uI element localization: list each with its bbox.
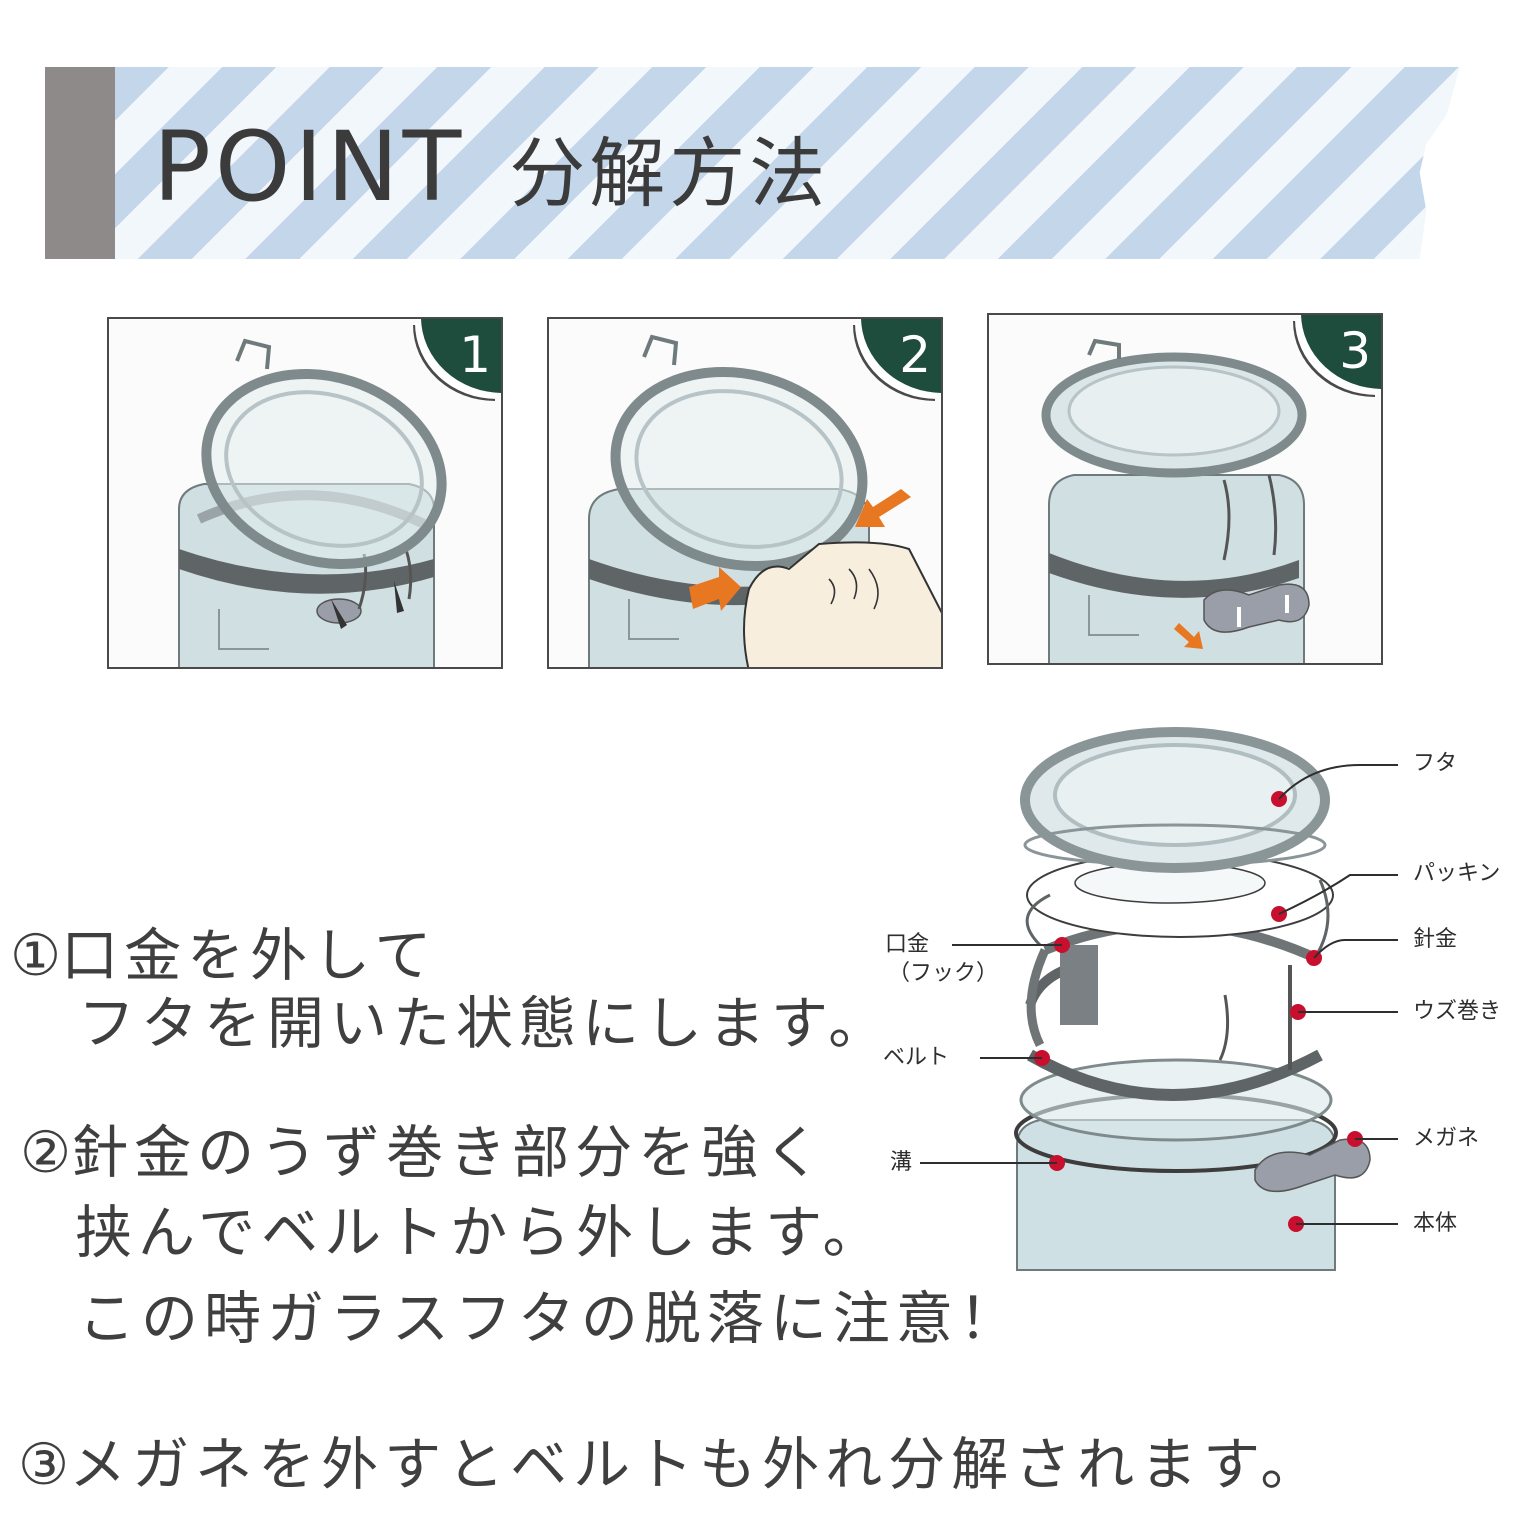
- step-marker-3: ③: [18, 1432, 70, 1498]
- step-number: 2: [899, 326, 931, 384]
- step-number: 3: [1339, 322, 1371, 380]
- jar-open-lid-illustration: [178, 338, 447, 667]
- step-panel-3: 3: [987, 313, 1383, 665]
- label-wire: 針金: [1413, 927, 1458, 952]
- step-panel-1: 1: [107, 317, 503, 669]
- instruction-warning-text: この時ガラスフタの脱落に注意！: [78, 1286, 1022, 1352]
- label-gasket: パッキン: [1413, 861, 1501, 886]
- label-body: 本体: [1413, 1211, 1458, 1236]
- label-megane-clasp: メガネ: [1413, 1126, 1480, 1151]
- instruction-text: メガネを外すとベルトも外れ分解されます。: [69, 1432, 1324, 1498]
- instruction-line: フタを開いた状態にします。: [78, 996, 891, 1053]
- page-title: POINT 分解方法: [153, 119, 829, 215]
- instruction-warning-line: この時ガラスフタの脱落に注意！: [78, 1291, 1022, 1348]
- label-lid: フタ: [1413, 751, 1458, 776]
- title-disassembly-method: 分解方法: [509, 129, 830, 218]
- label-belt: ベルト: [883, 1045, 950, 1070]
- remove-megane-illustration: [1041, 338, 1310, 663]
- label-coil: ウズ巻き: [1413, 999, 1502, 1024]
- instruction-line: ①口金を外して: [10, 928, 437, 985]
- label-hook-mouth: 口金: [885, 932, 930, 957]
- step-marker-1: ①: [10, 923, 62, 989]
- parts-diagram: フタ パッキン 針金 ウズ巻き メガネ 本体 口金 （フック） ベルト 溝: [880, 715, 1530, 1295]
- banner-accent-bar: [45, 67, 115, 259]
- instruction-text: 針金のうず巻き部分を強く: [71, 1120, 828, 1186]
- banner-striped-tape: [115, 67, 1460, 259]
- squeeze-wire-illustration: [588, 334, 941, 667]
- instruction-text: フタを開いた状態にします。: [78, 991, 892, 1057]
- step-panel-2: 2: [547, 317, 943, 669]
- section-header-banner: POINT 分解方法: [45, 67, 1460, 259]
- instruction-line: 挟んでベルトから外します。: [75, 1205, 885, 1262]
- step-marker-2: ②: [20, 1120, 72, 1186]
- label-hook-note: （フック）: [888, 961, 999, 986]
- instruction-text: 挟んでベルトから外します。: [75, 1200, 886, 1266]
- instruction-line: ③メガネを外すとベルトも外れ分解されます。: [18, 1437, 1323, 1494]
- label-groove: 溝: [890, 1150, 913, 1175]
- instruction-text: 口金を外して: [61, 923, 438, 989]
- exploded-jar-illustration: [920, 727, 1398, 1271]
- title-point: POINT: [153, 111, 466, 223]
- instruction-line: ②針金のうず巻き部分を強く: [20, 1125, 827, 1182]
- step-number: 1: [459, 326, 491, 384]
